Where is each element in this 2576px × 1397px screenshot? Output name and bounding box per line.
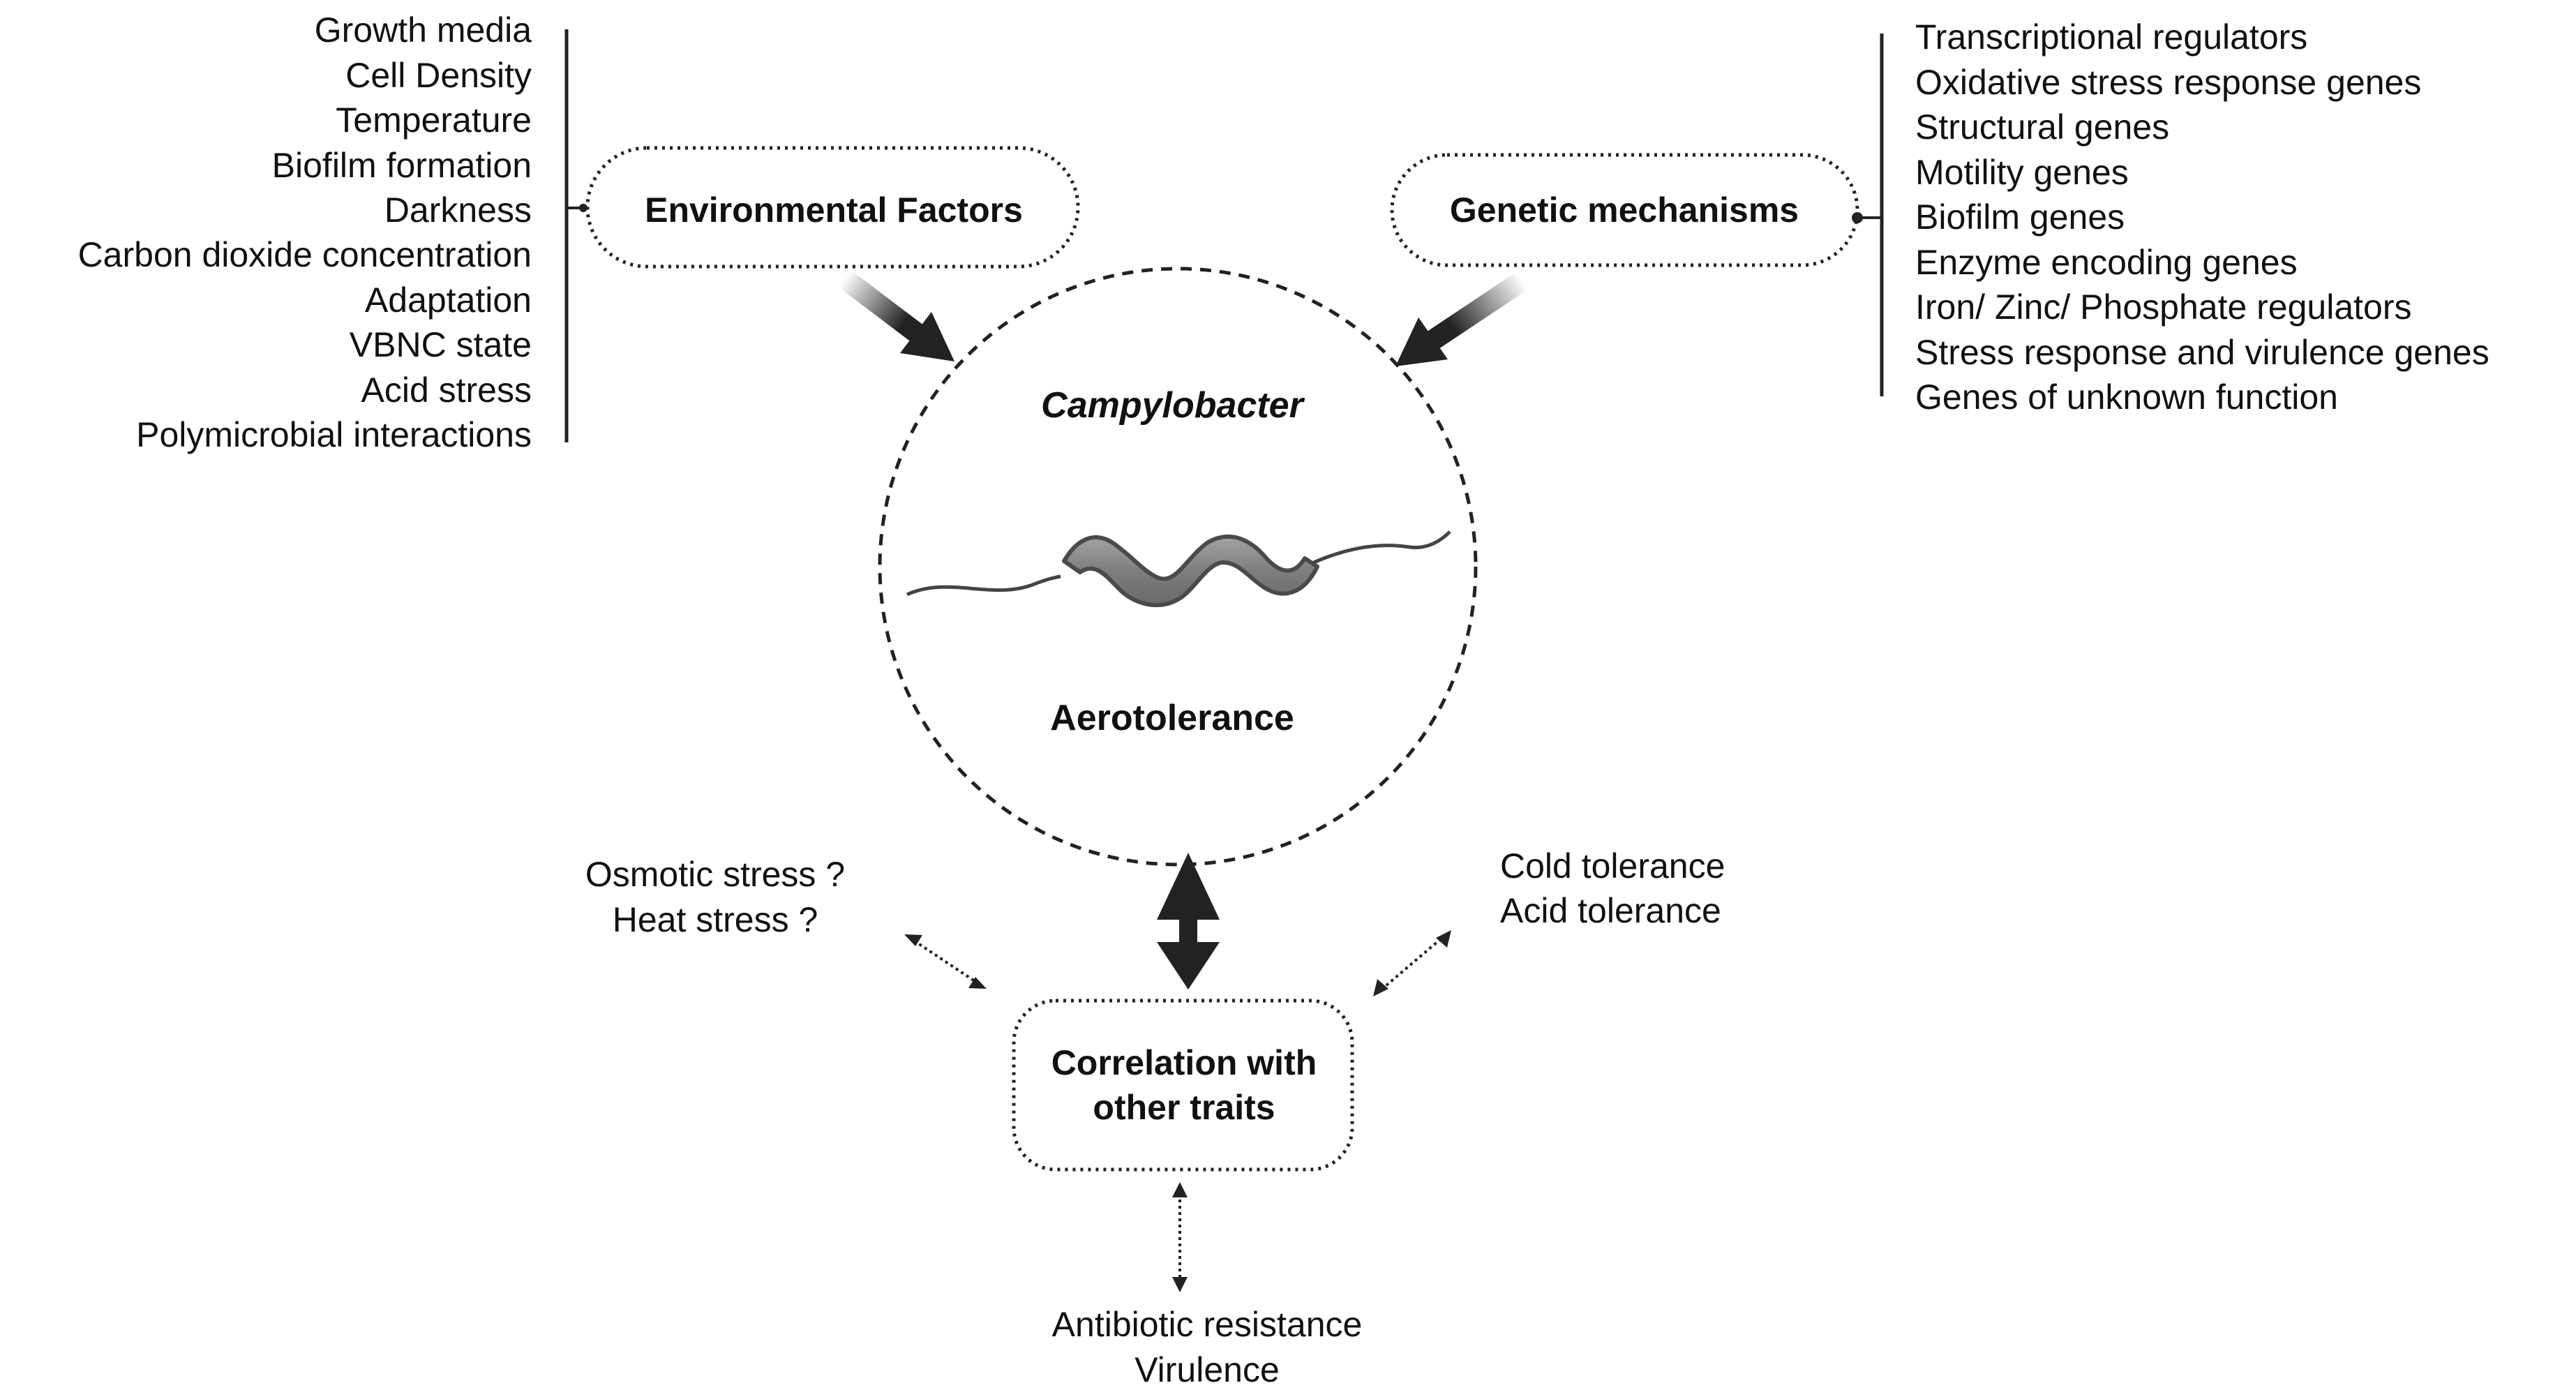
- bottom-traits-link-arrow: [1172, 1182, 1188, 1292]
- gene-item: Iron/ Zinc/ Phosphate regulators: [1915, 287, 2412, 327]
- environmental-factors-box: [585, 146, 1080, 269]
- correlation-label-line1: Correlation with: [1051, 1043, 1317, 1082]
- gene-item: Biofilm genes: [1915, 197, 2125, 237]
- env-item: Cell Density: [345, 56, 532, 95]
- trait-acid-tolerance: Acid tolerance: [1500, 891, 1721, 930]
- env-item: VBNC state: [350, 325, 532, 364]
- gene-item: Transcriptional regulators: [1915, 17, 2307, 57]
- trait-osmotic-stress: Osmotic stress ?: [585, 855, 845, 894]
- trait-heat-stress: Heat stress ?: [613, 900, 818, 939]
- left-traits-link-arrow: [904, 934, 987, 989]
- env-item: Adaptation: [365, 281, 532, 320]
- genetic-mechanisms-box: [1390, 153, 1859, 267]
- correlation-box: [1012, 999, 1354, 1172]
- trait-cold-tolerance: Cold tolerance: [1500, 846, 1725, 886]
- aerotolerance-label: Aerotolerance: [1050, 698, 1294, 738]
- left-traits: Osmotic stress ? Heat stress ?: [585, 855, 845, 939]
- env-item: Darkness: [384, 190, 532, 230]
- environmental-factors-list: Growth media Cell Density Temperature Bi…: [78, 10, 532, 454]
- organism-label: Campylobacter: [1041, 385, 1305, 426]
- gene-item: Enzyme encoding genes: [1915, 243, 2298, 282]
- gene-item: Structural genes: [1915, 107, 2169, 147]
- trait-virulence: Virulence: [1135, 1350, 1280, 1389]
- genetic-mechanisms-list: Transcriptional regulators Oxidative str…: [1915, 17, 2489, 417]
- gene-item: Motility genes: [1915, 153, 2129, 192]
- environmental-factors-label: Environmental Factors: [645, 190, 1023, 230]
- env-item: Acid stress: [361, 371, 532, 410]
- right-traits-link-arrow: [1373, 930, 1451, 996]
- gene-item: Oxidative stress response genes: [1915, 63, 2421, 102]
- env-item: Biofilm formation: [272, 146, 532, 185]
- center-to-correlation-double-arrow: [1157, 853, 1220, 989]
- environment-to-center-arrow: [834, 267, 954, 361]
- trait-antibiotic-resistance: Antibiotic resistance: [1052, 1305, 1363, 1344]
- flagellum-right: [1303, 530, 1451, 569]
- gene-item: Stress response and virulence genes: [1915, 333, 2489, 372]
- campylobacter-icon: [906, 530, 1451, 607]
- env-item: Growth media: [315, 10, 532, 50]
- env-item: Carbon dioxide concentration: [78, 235, 532, 274]
- correlation-label-line2: other traits: [1093, 1088, 1275, 1127]
- right-traits: Cold tolerance Acid tolerance: [1500, 846, 1725, 930]
- env-connector-dot: [579, 204, 587, 212]
- gene-connector-dot: [1852, 212, 1863, 223]
- env-item: Polymicrobial interactions: [136, 415, 532, 454]
- aerotolerance-circle: [878, 267, 1478, 867]
- bottom-traits: Antibiotic resistance Virulence: [1052, 1305, 1363, 1389]
- gene-item: Genes of unknown function: [1915, 378, 2338, 417]
- env-item: Temperature: [336, 100, 532, 140]
- genetic-to-center-arrow: [1395, 270, 1531, 366]
- flagellum-left: [906, 574, 1061, 597]
- bacterium-body: [1062, 535, 1319, 607]
- genetic-mechanisms-label: Genetic mechanisms: [1450, 190, 1799, 230]
